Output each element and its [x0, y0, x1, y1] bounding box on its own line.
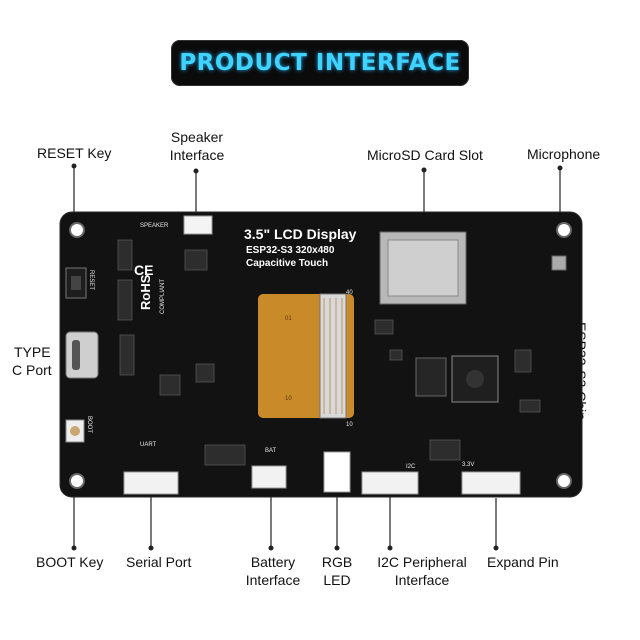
label-battery: Battery Interface [236, 553, 310, 589]
silk-reset: RESET [88, 270, 94, 290]
mounting-holes [69, 222, 572, 489]
label-expand-pin: Expand Pin [487, 554, 559, 570]
fpc-pin-bottom: 10 [346, 422, 353, 428]
silk-speaker: SPEAKER [140, 223, 169, 229]
label-typec-line1: TYPE [14, 344, 51, 360]
silk-uart: UART [140, 442, 157, 448]
label-battery-line1: Battery [250, 554, 296, 570]
flash-chip [415, 357, 447, 397]
rohs-mark: RoHS [138, 274, 153, 310]
label-microphone: Microphone [527, 146, 601, 162]
fpc-mid-label: 01 [285, 316, 292, 322]
silk-boot: BOOT [86, 416, 92, 433]
silk-bat: BAT [265, 448, 277, 454]
uart-connector [123, 471, 179, 495]
label-speaker-line2: Interface [169, 147, 225, 163]
label-esp32-chip: ESP32-S3 Chip [573, 321, 589, 421]
board-touch: Capacitive Touch [246, 258, 328, 269]
label-microsd: MicroSD Card Slot [367, 147, 483, 163]
label-boot-key: BOOT Key [36, 554, 104, 570]
usb-c-port [65, 331, 99, 379]
rohs-sub: COMPLIANT [160, 279, 166, 314]
label-reset-key: RESET Key [37, 145, 112, 161]
microphone-element [551, 255, 567, 271]
label-rgb: RGB LED [316, 553, 358, 589]
title-banner: PRODUCT INTERFACE [171, 40, 469, 86]
silk-i2c: I2C [406, 464, 416, 470]
label-serial-port: Serial Port [126, 554, 192, 570]
label-speaker-line1: Speaker [170, 129, 224, 145]
label-i2c: I2C Peripheral Interface [367, 553, 477, 589]
i2c-connector [361, 471, 419, 495]
battery-connector [251, 465, 287, 489]
label-i2c-line2: Interface [394, 572, 450, 588]
banner-title: PRODUCT INTERFACE [179, 50, 461, 76]
label-typec: TYPE C Port [12, 343, 52, 379]
label-rgb-line2: LED [323, 572, 351, 588]
speaker-connector [183, 215, 213, 235]
ce-mark: CE [134, 262, 153, 278]
label-i2c-line1: I2C Peripheral [377, 554, 467, 570]
smd-components [117, 239, 541, 466]
label-battery-line2: Interface [245, 572, 301, 588]
fpc-pin-top: 40 [346, 290, 353, 296]
label-speaker: Speaker Interface [160, 128, 234, 164]
rgb-led [323, 451, 351, 493]
board-chip-res: ESP32-S3 320x480 [246, 245, 335, 256]
label-rgb-line1: RGB [321, 554, 353, 570]
silk-3v3: 3.3V [462, 462, 474, 468]
label-typec-line2: C Port [12, 362, 52, 378]
board-title: 3.5" LCD Display [244, 226, 357, 242]
fpc-connector [319, 293, 347, 419]
expand-connector [461, 471, 521, 495]
fpc-bottom-label: 10 [285, 396, 292, 402]
